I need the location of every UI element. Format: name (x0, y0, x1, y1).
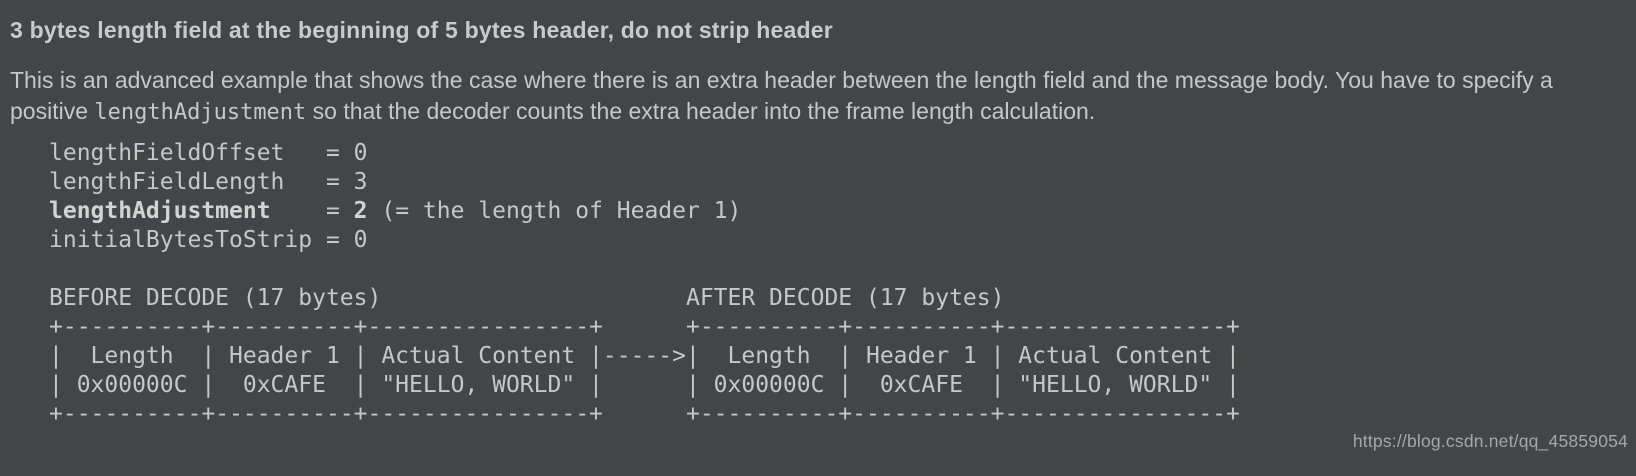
inline-code-length-adjustment: lengthAdjustment (94, 100, 307, 125)
code-block: lengthFieldOffset = 0 lengthFieldLength … (49, 139, 1626, 429)
paragraph-text-before: This is an advanced example that shows t… (10, 67, 1553, 124)
code-line-length-field-offset: lengthFieldOffset = 0 (49, 140, 368, 166)
description-paragraph: This is an advanced example that shows t… (10, 65, 1576, 128)
section-heading: 3 bytes length field at the beginning of… (10, 17, 833, 43)
code-line-initial-bytes-to-strip: initialBytesToStrip = 0 (49, 227, 368, 253)
code-line-length-adjustment: lengthAdjustment = 2 (= the length of He… (49, 197, 1626, 226)
length-adjustment-equals: = (270, 198, 354, 224)
length-adjustment-comment: (= the length of Header 1) (367, 198, 742, 224)
length-adjustment-bold-label: lengthAdjustment (49, 198, 271, 224)
paragraph-text-after: so that the decoder counts the extra hea… (306, 98, 1096, 124)
code-line-length-field-length: lengthFieldLength = 3 (49, 169, 368, 195)
ascii-decode-diagram: BEFORE DECODE (17 bytes) AFTER DECODE (1… (49, 285, 1240, 427)
length-adjustment-bold-value: 2 (353, 198, 368, 224)
watermark-url: https://blog.csdn.net/qq_45859054 (1352, 431, 1628, 451)
